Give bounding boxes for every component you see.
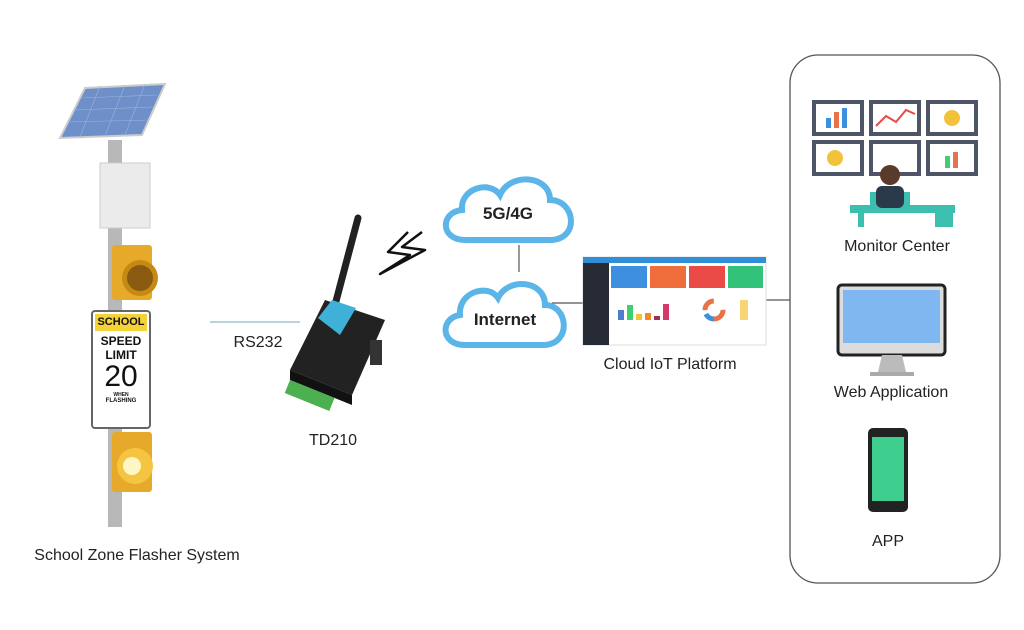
sign-number: 20	[104, 360, 138, 393]
cloud-platform-dashboard-icon	[582, 256, 767, 346]
wireless-signal-icon	[378, 231, 427, 276]
cloud-internet-label: Internet	[473, 310, 537, 329]
monitor-center-icon	[812, 100, 978, 227]
cloud-5g-icon	[442, 176, 574, 243]
sign-speed: SPEED	[100, 334, 142, 348]
cloud-5g-label: 5G/4G	[482, 204, 534, 223]
school-zone-flasher-icon	[58, 82, 167, 527]
sign-flashing: FLASHING	[105, 398, 137, 404]
web-application-icon	[836, 283, 947, 376]
sign-when: WHEN	[113, 392, 129, 398]
cloud-platform-label: Cloud IoT Platform	[603, 356, 737, 373]
speed-sign: SCHOOL SPEED LIMIT 20 WHEN FLASHING	[92, 311, 150, 404]
app-phone-icon	[868, 428, 908, 512]
app-label: APP	[871, 533, 905, 550]
monitor-center-label: Monitor Center	[844, 238, 950, 255]
cloud-internet-icon	[442, 281, 567, 348]
school-system-label: School Zone Flasher System	[34, 547, 240, 564]
web-app-label: Web Application	[833, 384, 949, 401]
td210-router-icon	[284, 214, 385, 411]
rs232-label: RS232	[233, 334, 283, 351]
sign-limit: LIMIT	[105, 348, 137, 362]
td210-label: TD210	[308, 432, 358, 449]
sign-school: SCHOOL	[97, 316, 145, 328]
